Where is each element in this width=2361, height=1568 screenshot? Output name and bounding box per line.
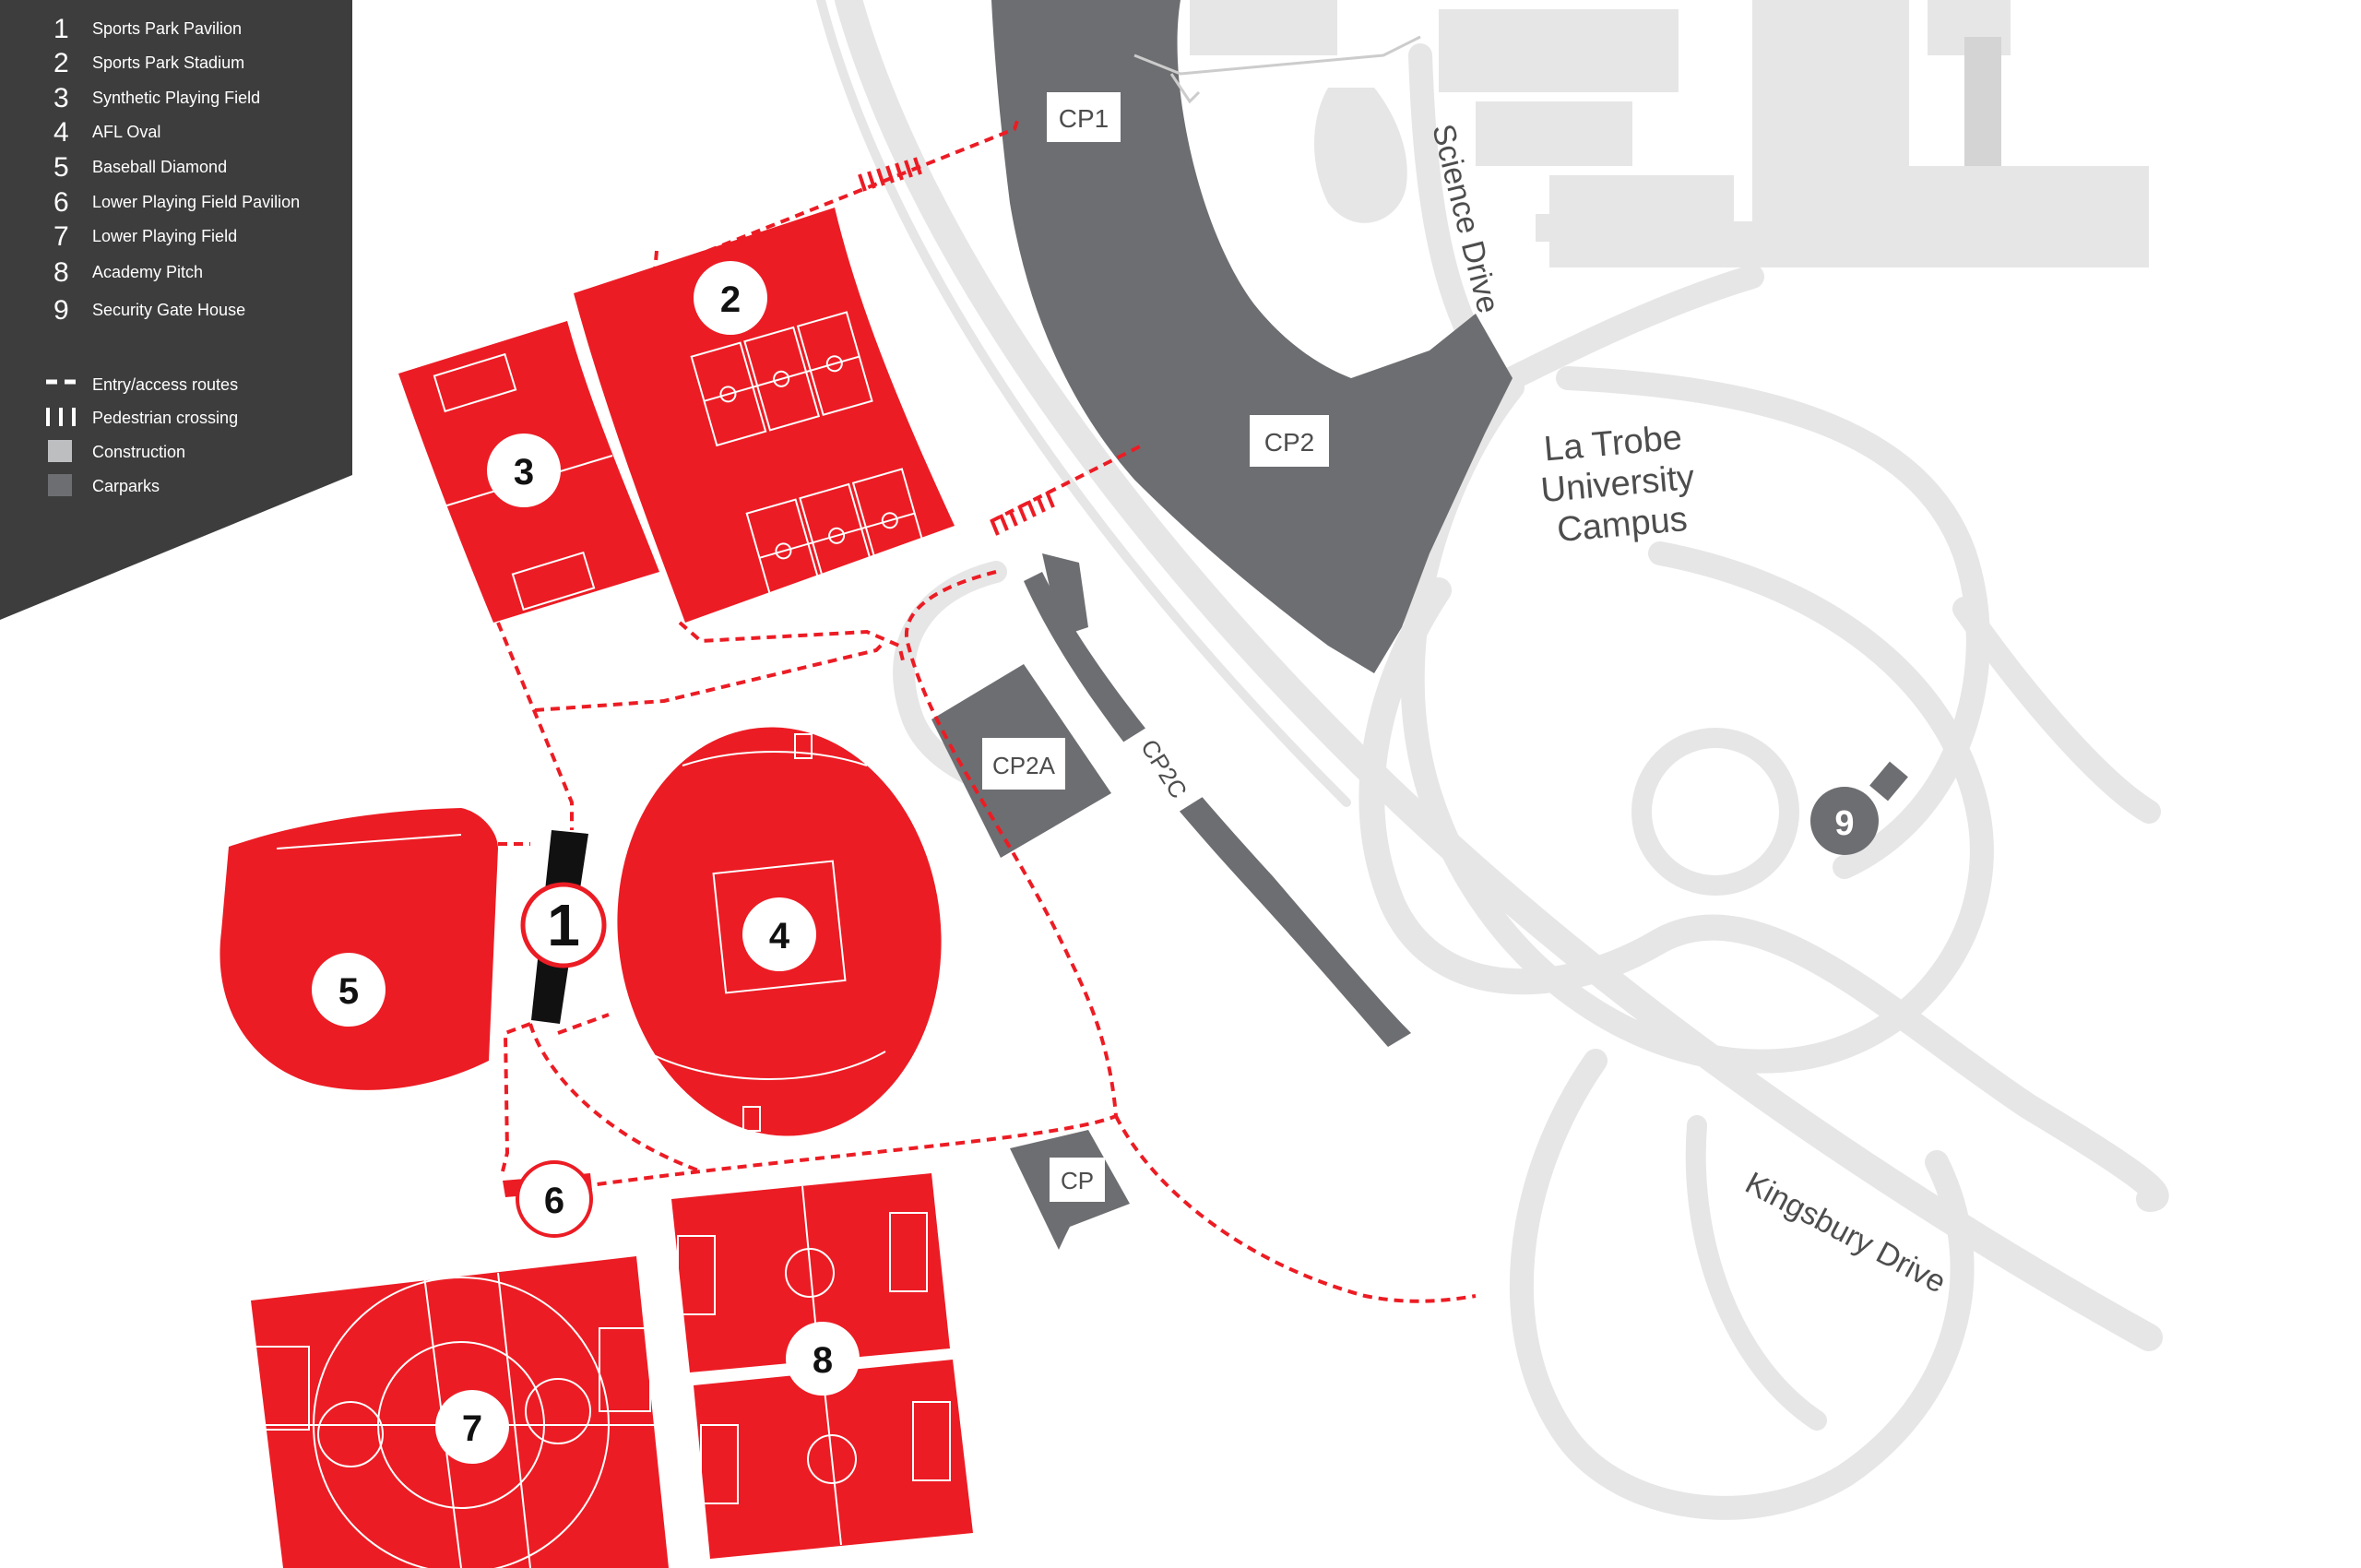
carpark-cp2c: [1024, 572, 1411, 1047]
legend-num: 2: [53, 48, 69, 78]
legend-num: 5: [53, 152, 69, 183]
carparks-key-icon: [48, 474, 72, 496]
building: [1476, 101, 1632, 166]
roundabout-9: [1631, 728, 1799, 896]
pond: [1314, 88, 1407, 223]
legend-label: Academy Pitch: [92, 263, 203, 281]
legend-label: Baseball Diamond: [92, 158, 227, 176]
field-baseball: [219, 808, 498, 1090]
label-cp2a: CP2A: [982, 738, 1065, 790]
svg-text:2: 2: [720, 279, 741, 320]
legend-label: Sports Park Pavilion: [92, 19, 242, 38]
svg-text:4: 4: [769, 916, 790, 956]
legend-num: 6: [53, 187, 69, 218]
legend-num: 3: [53, 83, 69, 113]
loop-road-d: [1685, 1115, 1827, 1431]
kingsbury-road: [1358, 577, 2169, 1212]
legend-label: Lower Playing Field Pavilion: [92, 193, 300, 211]
marker-9[interactable]: 9: [1810, 787, 1879, 855]
pedestrian-crossing-key-icon: [46, 408, 76, 426]
loop-road-b: [1556, 366, 1990, 879]
legend-label: Sports Park Stadium: [92, 53, 244, 72]
legend-key-label: Entry/access routes: [92, 375, 238, 394]
campus-buildings: [1190, 0, 2149, 267]
legend-label: Lower Playing Field: [92, 227, 237, 245]
building: [1780, 166, 2149, 231]
construction-key-icon: [48, 440, 72, 462]
marker-5[interactable]: 5: [312, 953, 386, 1027]
legend-num: 8: [53, 257, 69, 288]
carpark-cp1-cp2: [991, 0, 1513, 673]
map-markers: 1 2 3 4 5 6 7 8: [312, 261, 1879, 1464]
basketball-courts: [690, 311, 929, 604]
marker-8[interactable]: 8: [786, 1322, 860, 1396]
pedestrian-crossings: [858, 157, 1055, 536]
legend-label: Synthetic Playing Field: [92, 89, 260, 107]
building: [1190, 0, 1337, 55]
marker-4[interactable]: 4: [742, 897, 816, 971]
carpark-cp2c-head: [1042, 553, 1088, 636]
legend-num: 7: [53, 221, 69, 252]
field-academy-bottom: [694, 1360, 973, 1559]
svg-text:8: 8: [813, 1340, 833, 1381]
legend-key-label: Construction: [92, 443, 185, 461]
svg-text:1: 1: [547, 892, 580, 958]
marker-7[interactable]: 7: [435, 1390, 509, 1464]
legend-key-label: Pedestrian crossing: [92, 409, 238, 427]
marker-2[interactable]: 2: [694, 261, 767, 335]
legend-num: 1: [53, 14, 69, 44]
legend-num: 4: [53, 117, 69, 148]
svg-text:CP2A: CP2A: [992, 752, 1056, 779]
legend-num: 9: [53, 295, 69, 326]
marker-1[interactable]: 1: [520, 882, 607, 968]
legend-label: Security Gate House: [92, 301, 245, 319]
security-gate-house: [1869, 761, 1908, 802]
marker-6[interactable]: 6: [516, 1160, 593, 1238]
label-cp2: CP2: [1250, 415, 1329, 467]
marker-3[interactable]: 3: [487, 434, 561, 507]
building: [1536, 214, 1586, 242]
campus-roads: [816, 0, 2169, 1520]
east-top-road: [1482, 265, 1764, 399]
svg-text:6: 6: [544, 1181, 564, 1221]
carpark-lines: [1133, 35, 1421, 104]
legend-background: [0, 0, 352, 620]
east-road: [1952, 597, 2161, 824]
svg-text:5: 5: [338, 971, 359, 1012]
legend-keys: Entry/access routes Pedestrian crossing …: [46, 375, 238, 496]
legend-key-label: Carparks: [92, 477, 160, 495]
svg-text:7: 7: [462, 1408, 482, 1449]
building: [1439, 9, 1679, 92]
legend-label: AFL Oval: [92, 123, 160, 141]
svg-text:3: 3: [514, 452, 534, 493]
label-cp: CP: [1050, 1158, 1105, 1202]
ring-road-inner: [816, 0, 1351, 807]
label-cp1: CP1: [1047, 92, 1121, 142]
svg-text:CP2: CP2: [1264, 428, 1314, 457]
svg-text:CP1: CP1: [1059, 104, 1109, 133]
loop-road-a: [1400, 375, 1994, 1074]
svg-text:9: 9: [1834, 804, 1854, 843]
access-routes: [496, 114, 1477, 1303]
loop-road-c: [1509, 1049, 1975, 1520]
legend-list: 1 Sports Park Pavilion 2 Sports Park Sta…: [53, 14, 300, 326]
legend-panel: 1 Sports Park Pavilion 2 Sports Park Sta…: [0, 0, 352, 620]
svg-text:CP: CP: [1061, 1167, 1094, 1194]
